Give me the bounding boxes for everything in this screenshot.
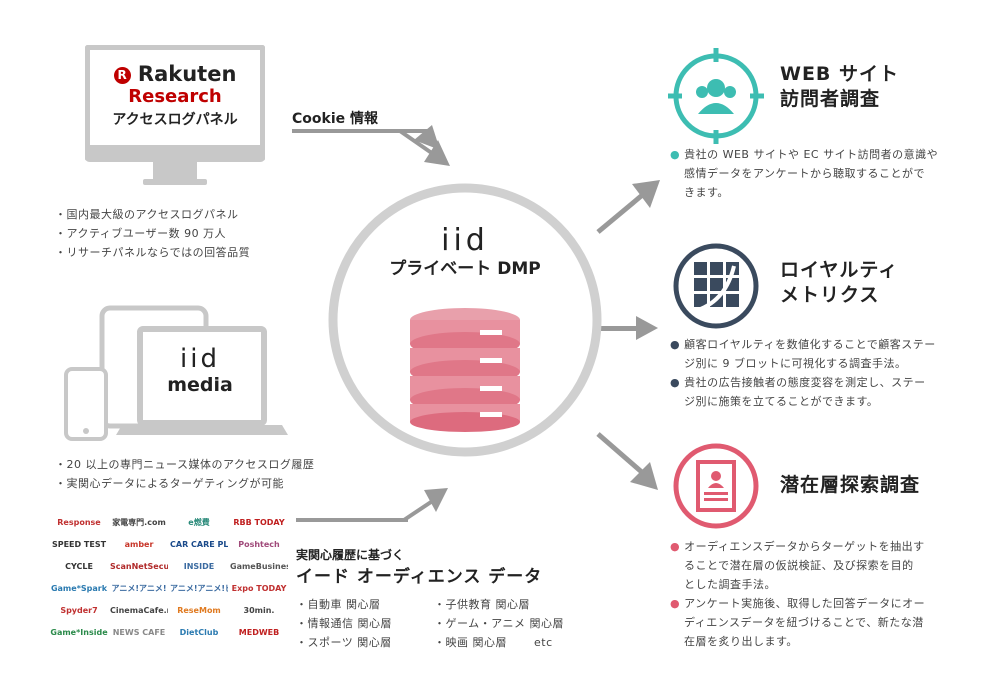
rakuten-bullet: ・アクティブユーザー数 90 万人 — [55, 227, 227, 240]
service-bullet: ● 貴社の広告接触者の態度変容を測定し、ステー — [670, 376, 926, 389]
iid-media-bullets: ・20 以上の専門ニュース媒体のアクセスログ履歴 ・実関心データによるターゲティ… — [55, 455, 314, 493]
category-item: ・ゲーム・アニメ 関心層 — [434, 617, 564, 630]
media-logo: SPEED TEST — [51, 540, 107, 549]
media-logo: Response — [57, 518, 101, 527]
media-logo: amber — [124, 540, 154, 549]
service-title-loyalty: ロイヤルティ メトリクス — [780, 258, 898, 308]
cookie-label: Cookie 情報 — [292, 111, 378, 127]
iid-media-logo-bottom: media — [167, 374, 233, 396]
arrow-cookie — [292, 125, 440, 150]
rakuten-brand-desc: アクセスログパネル — [112, 112, 238, 128]
service-bullet-text: 顧客ロイヤルティを数値化することで顧客ステー — [680, 338, 936, 351]
monitor-graphic — [85, 45, 265, 185]
media-logo: 家電専門.com — [112, 518, 166, 527]
service-bullets-latent: ● オーディエンスデータからターゲットを抽出す ることで潜在層の仮説検証、及び探… — [670, 537, 925, 651]
category-item: ・子供教育 関心層 — [434, 598, 530, 611]
service-bullet: ● オーディエンスデータからターゲットを抽出す — [670, 540, 925, 553]
service-title-latent: 潜在層探索調査 — [780, 473, 920, 498]
media-logo: CAR CARE PLUS — [170, 540, 228, 549]
service-bullet: 感情データをアンケートから聴取することがで — [684, 167, 926, 180]
service-bullet: ● 顧客ロイヤルティを数値化することで顧客ステー — [670, 338, 936, 351]
service-title-line: 潜在層探索調査 — [780, 474, 921, 496]
rakuten-bullets: ・国内最大級のアクセスログパネル ・アクティブユーザー数 90 万人 ・リサーチ… — [55, 205, 250, 262]
media-logo: MEDWEB — [238, 628, 280, 637]
media-logo: Poshtech — [238, 540, 280, 549]
media-logo: RBB TODAY — [233, 518, 285, 527]
category-item: ・スポーツ 関心層 — [296, 636, 392, 649]
rakuten-bullet: ・リサーチパネルならではの回答品質 — [55, 246, 251, 259]
service-title-line: WEB サイト — [780, 63, 900, 85]
media-logo-grid: Response 家電専門.com e燃費 RBB TODAY SPEED TEST am… — [50, 515, 290, 655]
category-item: etc — [534, 636, 553, 649]
rakuten-brand-sub: Research — [128, 86, 222, 107]
iid-media-bullet: ・実関心データによるターゲティングが可能 — [55, 477, 285, 490]
service-bullet: ディエンスデータを紐づけることで、新たな潜 — [684, 616, 924, 629]
category-item: ・自動車 関心層 — [296, 598, 381, 611]
service-bullet-text: 貴社の広告接触者の態度変容を測定し、ステー — [680, 376, 926, 389]
media-logo: ReseMom — [177, 606, 221, 615]
dmp-title: プライベート DMP — [389, 259, 541, 279]
profile-doc-icon — [673, 443, 759, 529]
service-bullet-text: 貴社の WEB サイトや EC サイト訪問者の意識や — [680, 148, 939, 161]
service-bullet: ることで潜在層の仮説検証、及び探索を目的 — [684, 559, 914, 572]
service-title-line: ロイヤルティ — [780, 259, 899, 281]
media-logo: 30min. — [243, 606, 275, 615]
media-logo: DietClub — [179, 628, 219, 637]
audience-subtitle: 実関心履歴に基づく — [296, 548, 405, 562]
media-logo: INSIDE — [183, 562, 215, 571]
service-bullets-loyalty: ● 顧客ロイヤルティを数値化することで顧客ステー ジ別に 9 ブロットに可視化す… — [670, 335, 936, 411]
media-logo: CYCLE — [65, 562, 93, 571]
service-bullet-text: オーディエンスデータからターゲットを抽出す — [680, 540, 925, 553]
media-logo: GameBusiness — [230, 562, 288, 571]
service-bullet: ● 貴社の WEB サイトや EC サイト訪問者の意識や — [670, 148, 939, 161]
media-logo: Spyder7 — [60, 606, 98, 615]
service-bullet-text: アンケート実施後、取得した回答データにオー — [680, 597, 926, 610]
visitor-icon — [668, 48, 764, 144]
media-logo: アニメ!アニメ! — [111, 584, 167, 593]
service-bullet: ● アンケート実施後、取得した回答データにオー — [670, 597, 926, 610]
dmp-logo: iid — [441, 223, 489, 258]
service-title-web: WEB サイト 訪問者調査 — [780, 62, 899, 112]
dmp-circle — [328, 183, 602, 457]
rakuten-bullet: ・国内最大級のアクセスログパネル — [55, 208, 239, 221]
service-bullet: ジ別に 9 ブロットに可視化する調査手法。 — [684, 357, 907, 370]
rakuten-r-icon: R — [113, 67, 131, 84]
audience-data-block: 実関心履歴に基づく イード オーディエンス データ — [296, 546, 542, 590]
service-bullet: ジ別に施策を立てることができます。 — [684, 395, 879, 408]
iid-media-bullet: ・20 以上の専門ニュース媒体のアクセスログ履歴 — [55, 458, 315, 471]
category-item: ・映画 関心層 — [434, 636, 507, 649]
database-icon — [410, 308, 520, 432]
media-logo: Game*Inside — [50, 628, 108, 637]
media-logo: CinemaCafe.net — [110, 606, 168, 615]
audience-title: イード オーディエンス データ — [296, 567, 543, 587]
service-bullet: きます。 — [684, 186, 729, 199]
service-bullet: とした調査手法。 — [684, 578, 776, 591]
media-logo: Game*Spark — [50, 584, 108, 593]
loyalty-grid-icon — [673, 243, 759, 329]
media-logo: e燃費 — [188, 518, 210, 527]
media-logo: Expo TODAY — [231, 584, 287, 593]
service-bullet: 在層を炙り出します。 — [684, 635, 798, 648]
rakuten-brand-name: Rakuten — [137, 62, 237, 86]
audience-categories: ・自動車 関心層 ・子供教育 関心層 ・情報通信 関心層 ・ゲーム・アニメ 関心… — [296, 595, 576, 655]
service-title-line: メトリクス — [780, 284, 880, 306]
iid-media-logo: iid media — [145, 345, 255, 397]
service-bullets-web: ● 貴社の WEB サイトや EC サイト訪問者の意識や 感情データをアンケート… — [670, 145, 938, 202]
service-title-line: 訪問者調査 — [780, 88, 881, 110]
dmp-title-block: iid プライベート DMP — [389, 223, 540, 281]
rakuten-logo: R Rakuten Research アクセスログパネル — [103, 62, 247, 132]
category-item: ・情報通信 関心層 — [296, 617, 392, 630]
media-logo: アニメ!アニメ!ビズ — [170, 584, 228, 593]
media-logo: ScanNetSecurity — [110, 562, 168, 571]
devices-graphic — [64, 305, 288, 441]
iid-media-logo-top: iid — [180, 344, 220, 374]
media-logo: NEWS CAFE — [112, 628, 166, 637]
